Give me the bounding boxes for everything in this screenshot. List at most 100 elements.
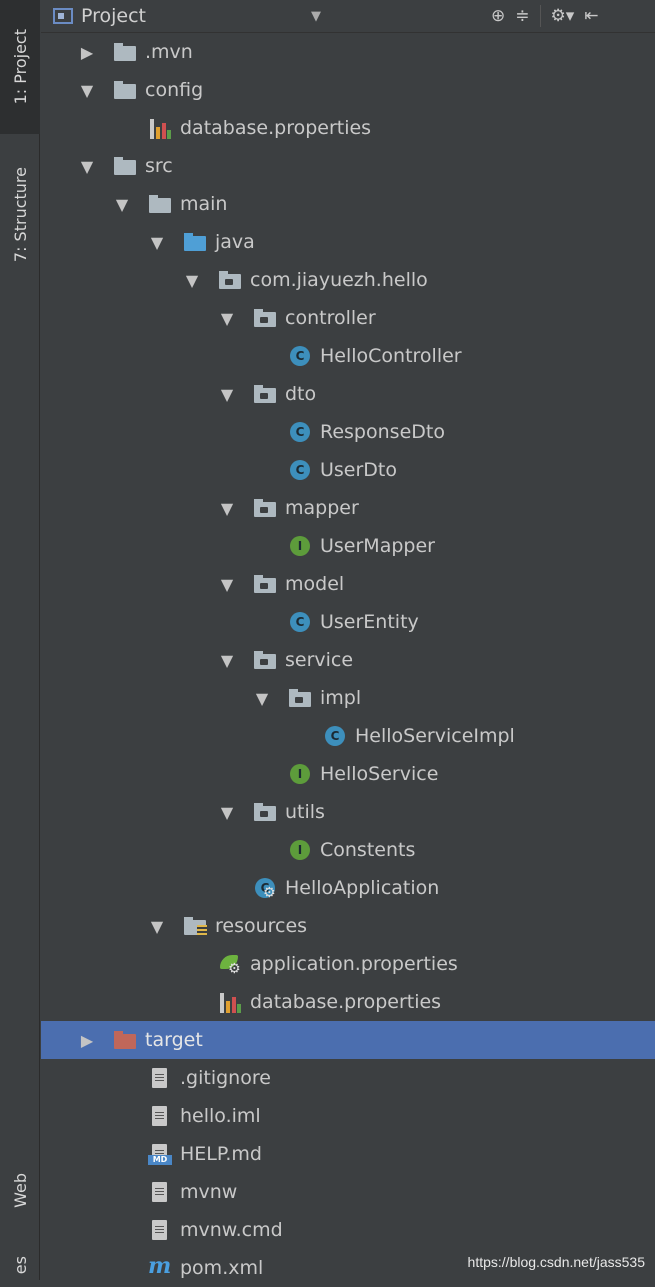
tree-item-label: database.properties — [180, 117, 372, 139]
tree-item-label: .gitignore — [180, 1067, 271, 1089]
class-icon: C — [288, 459, 312, 481]
tree-item[interactable]: ▼utils — [41, 793, 655, 831]
expanded-arrow-icon[interactable]: ▼ — [220, 802, 234, 822]
package-icon — [253, 383, 277, 405]
text-file-icon — [148, 1181, 172, 1203]
tree-item[interactable]: mvnw.cmd — [41, 1211, 655, 1249]
tree-item-label: .mvn — [145, 41, 193, 63]
expanded-arrow-icon[interactable]: ▼ — [220, 384, 234, 404]
folder-icon — [148, 193, 172, 215]
tree-item[interactable]: .gitignore — [41, 1059, 655, 1097]
tree-item-label: database.properties — [250, 991, 442, 1013]
project-view-icon — [53, 8, 73, 24]
project-tool-tab-label: 1: Project — [10, 29, 30, 105]
expanded-arrow-icon[interactable]: ▼ — [150, 232, 164, 252]
tree-item[interactable]: database.properties — [41, 109, 655, 147]
expanded-arrow-icon[interactable]: ▼ — [220, 650, 234, 670]
expanded-arrow-icon[interactable]: ▼ — [80, 80, 94, 100]
tree-item-label: UserMapper — [320, 535, 435, 557]
structure-tool-tab-label: 7: Structure — [10, 167, 30, 263]
package-icon — [253, 801, 277, 823]
collapse-icon[interactable]: ≑ — [515, 6, 530, 26]
tree-item[interactable]: ▼service — [41, 641, 655, 679]
expanded-arrow-icon[interactable]: ▼ — [220, 574, 234, 594]
spring-app-icon: C⚙ — [253, 877, 277, 900]
tree-item[interactable]: ▼model — [41, 565, 655, 603]
tree-item[interactable]: C UserEntity — [41, 603, 655, 641]
gear-icon[interactable]: ⚙▾ — [550, 6, 575, 26]
tree-item-label: com.jiayuezh.hello — [250, 269, 428, 291]
tree-item[interactable]: ▼ main — [41, 185, 655, 223]
project-view-header: Project ▼ ⊕ ≑ ⚙▾ ⇤ — [41, 0, 655, 33]
package-icon — [253, 497, 277, 519]
tree-item[interactable]: database.properties — [41, 983, 655, 1021]
tree-item[interactable]: ▼ resources — [41, 907, 655, 945]
tree-item-label: UserEntity — [320, 611, 419, 633]
class-icon: C — [323, 725, 347, 747]
tree-item-label: HelloServiceImpl — [355, 725, 515, 747]
caret-down-icon[interactable]: ▼ — [311, 8, 321, 24]
project-tool-tab[interactable]: 1: Project — [0, 0, 40, 134]
package-icon — [253, 649, 277, 671]
tree-item[interactable]: C⚙ HelloApplication — [41, 869, 655, 907]
interface-icon: I — [288, 839, 312, 861]
structure-tool-tab[interactable]: 7: Structure — [0, 150, 40, 280]
tree-item-label: application.properties — [250, 953, 458, 975]
tree-item-label: UserDto — [320, 459, 398, 481]
tree-item[interactable]: ⚙application.properties — [41, 945, 655, 983]
tree-item[interactable]: ▼controller — [41, 299, 655, 337]
properties-file-icon — [218, 991, 242, 1013]
tree-item[interactable]: ▼java — [41, 223, 655, 261]
class-icon: C — [288, 421, 312, 443]
project-view-title[interactable]: Project — [81, 5, 147, 27]
tree-item[interactable]: C HelloServiceImpl — [41, 717, 655, 755]
expanded-arrow-icon[interactable]: ▼ — [220, 308, 234, 328]
package-icon — [218, 269, 242, 291]
bottom-tool-tab-label: es — [10, 1255, 30, 1275]
tree-item[interactable]: ▼mapper — [41, 489, 655, 527]
tree-item[interactable]: hello.iml — [41, 1097, 655, 1135]
expanded-arrow-icon[interactable]: ▼ — [185, 270, 199, 290]
bottom-tool-tab[interactable]: es — [0, 1250, 40, 1280]
expanded-arrow-icon[interactable]: ▼ — [150, 916, 164, 936]
web-tool-tab[interactable]: Web — [0, 1150, 40, 1230]
tree-item-label: HelloApplication — [285, 877, 440, 899]
tree-item[interactable]: ▼ config — [41, 71, 655, 109]
maven-file-icon: m — [148, 1253, 172, 1279]
tree-item-label: config — [145, 79, 204, 101]
web-tool-tab-label: Web — [10, 1172, 30, 1208]
tree-item[interactable]: mvnw — [41, 1173, 655, 1211]
tree-item[interactable]: ▼dto — [41, 375, 655, 413]
tree-item[interactable]: ▼ com.jiayuezh.hello — [41, 261, 655, 299]
tree-item[interactable]: ▼impl — [41, 679, 655, 717]
expanded-arrow-icon[interactable]: ▼ — [115, 194, 129, 214]
class-icon: C — [288, 611, 312, 633]
tree-item[interactable]: ▼src — [41, 147, 655, 185]
tool-window-strip: 1: Project 7: Structure Web es — [0, 0, 40, 1280]
package-icon — [253, 573, 277, 595]
expanded-arrow-icon[interactable]: ▼ — [255, 688, 269, 708]
tree-item[interactable]: ▶target — [41, 1021, 655, 1059]
locate-icon[interactable]: ⊕ — [491, 6, 506, 26]
tree-item-label: HelloService — [320, 763, 439, 785]
tree-item[interactable]: C UserDto — [41, 451, 655, 489]
expanded-arrow-icon[interactable]: ▼ — [220, 498, 234, 518]
hide-icon[interactable]: ⇤ — [584, 6, 599, 26]
tree-item-label: resources — [215, 915, 308, 937]
collapsed-arrow-icon[interactable]: ▶ — [80, 1030, 94, 1050]
tree-item-label: main — [180, 193, 228, 215]
tree-item-label: mvnw — [180, 1181, 238, 1203]
class-icon: C — [288, 345, 312, 367]
resources-folder-icon — [183, 915, 207, 937]
tree-item[interactable]: ▶ .mvn — [41, 33, 655, 71]
folder-icon — [113, 79, 137, 101]
expanded-arrow-icon[interactable]: ▼ — [80, 156, 94, 176]
collapsed-arrow-icon[interactable]: ▶ — [80, 42, 94, 62]
